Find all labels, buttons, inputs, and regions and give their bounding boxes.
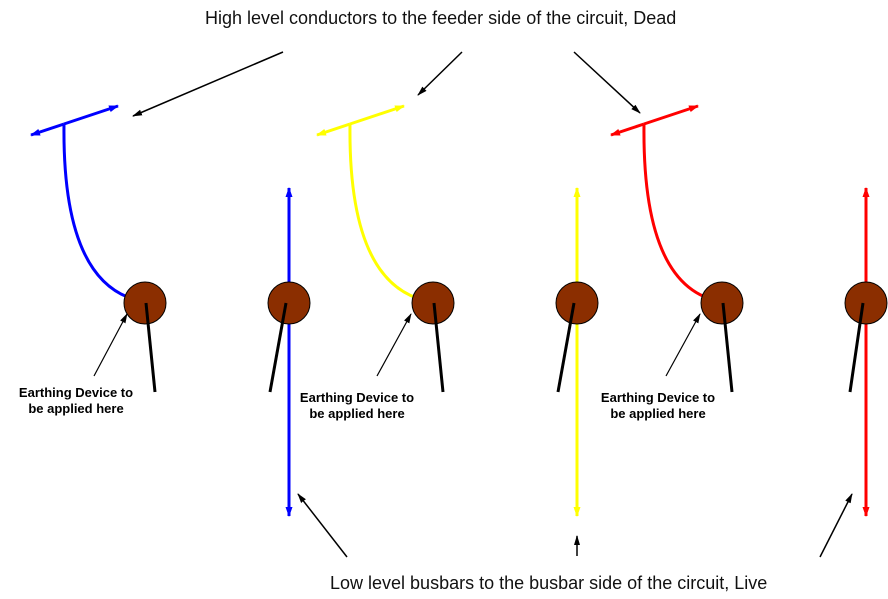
yellow-feeder-conductor (349, 104, 405, 126)
red-phase (610, 104, 888, 517)
earthing-note-line1: Earthing Device to (600, 390, 716, 405)
blue-feeder-conductor (30, 122, 65, 137)
earthing-pointers (93, 313, 701, 377)
yellow-feeder-conductor (316, 122, 351, 137)
earthing-note-line2: be applied here (610, 406, 706, 421)
contact-circle (844, 281, 888, 325)
switch-blade (432, 302, 445, 393)
yellow-phase (316, 104, 599, 517)
earthing-note-line2: be applied here (309, 406, 405, 421)
earthing-note: Earthing Device to be applied here (8, 385, 144, 417)
contact-circle (700, 281, 744, 325)
bottom-caption: Low level busbars to the busbar side of … (330, 573, 768, 593)
blue-phase (30, 104, 311, 517)
pointer-arrow (573, 51, 641, 114)
bottom-caption-pointers (297, 493, 853, 558)
pointer-arrow (132, 51, 284, 117)
switch-blade (721, 302, 734, 393)
earthing-note-line1: Earthing Device to (18, 385, 134, 400)
switch-blade (144, 302, 157, 393)
pointer-arrow (665, 313, 701, 377)
contact-circle (123, 281, 167, 325)
pointer-arrow (819, 493, 853, 558)
pointer-arrow (93, 313, 128, 377)
red-feeder-conductor (610, 122, 645, 137)
pointer-arrow (417, 51, 463, 96)
pointer-arrow (297, 493, 348, 558)
contact-circle (267, 281, 311, 325)
switch-blade (268, 302, 288, 393)
pointer-arrow (376, 313, 412, 377)
contact-circle (411, 281, 455, 325)
earthing-note: Earthing Device to be applied here (289, 390, 425, 422)
earthing-note-line1: Earthing Device to (299, 390, 415, 405)
top-caption: High level conductors to the feeder side… (205, 8, 677, 28)
red-feeder-conductor (643, 104, 699, 126)
yellow-feeder-drop (348, 123, 434, 304)
top-caption-pointers (132, 51, 641, 117)
contact-circle (555, 281, 599, 325)
switch-blade (556, 302, 576, 393)
earthing-note: Earthing Device to be applied here (590, 390, 726, 422)
earthing-note-line2: be applied here (28, 401, 124, 416)
red-feeder-drop (642, 123, 724, 304)
switch-blade (848, 302, 865, 393)
blue-feeder-drop (62, 123, 147, 304)
blue-feeder-conductor (63, 104, 119, 126)
